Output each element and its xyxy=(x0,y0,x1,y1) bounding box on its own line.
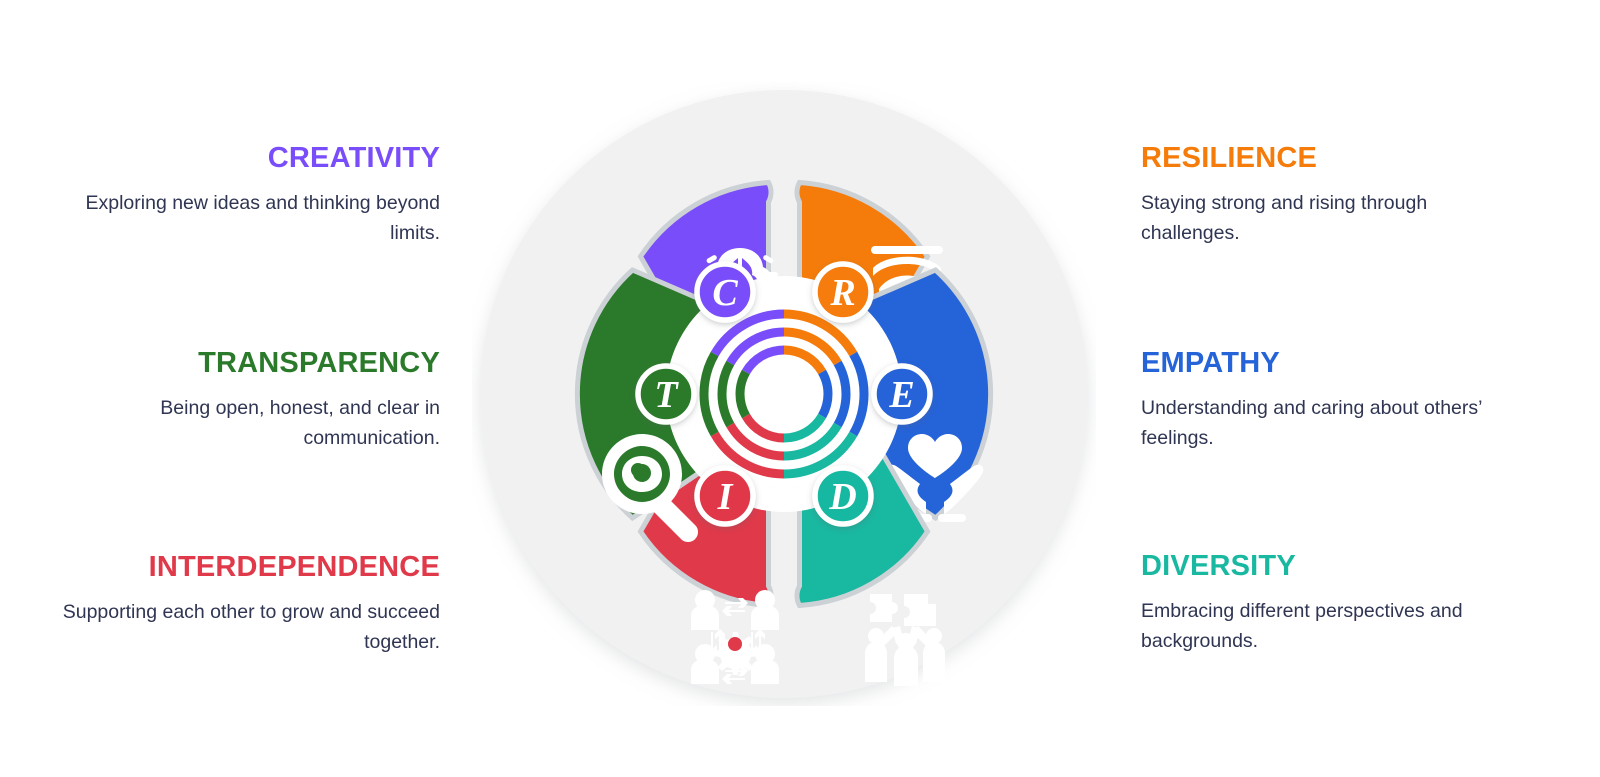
heart-in-hands-icon xyxy=(886,434,984,522)
value-title-transparency: TRANSPARENCY xyxy=(198,347,440,379)
value-label-empathy: EMPATHY Understanding and caring about o… xyxy=(1141,348,1531,454)
value-description-resilience: Staying strong and rising through challe… xyxy=(1141,192,1428,245)
value-title-empathy: EMPATHY xyxy=(1141,347,1280,379)
center-ring-1 xyxy=(699,309,869,479)
value-description-diversity: Embracing different perspectives and bac… xyxy=(1141,600,1463,653)
letter-badge-transparency[interactable]: T xyxy=(635,363,697,425)
letter-badge-empathy[interactable]: E xyxy=(871,363,933,425)
value-label-interdependence: INTERDEPENDENCE Supporting each other to… xyxy=(50,552,440,658)
magnifier-eye-icon xyxy=(602,434,698,542)
value-label-resilience: RESILIENCE Staying strong and rising thr… xyxy=(1141,143,1531,249)
value-title-creativity: CREATIVITY xyxy=(267,142,440,174)
badge-letter-empathy: E xyxy=(888,374,914,416)
value-label-transparency: TRANSPARENCY Being open, honest, and cle… xyxy=(50,348,440,454)
values-wheel: C R E D I T xyxy=(472,82,1096,706)
value-description-empathy: Understanding and caring about others’ f… xyxy=(1141,397,1482,450)
badge-circle-empathy xyxy=(871,363,933,425)
letter-badge-creativity[interactable]: C xyxy=(694,261,756,323)
letter-badge-interdependence[interactable]: I xyxy=(694,465,756,527)
value-description-creativity: Exploring new ideas and thinking beyond … xyxy=(85,192,441,245)
badge-circle-transparency xyxy=(635,363,697,425)
letter-badge-resilience[interactable]: R xyxy=(812,261,874,323)
value-label-diversity: DIVERSITY Embracing different perspectiv… xyxy=(1141,551,1531,657)
badge-letter-diversity: D xyxy=(828,476,856,518)
center-ring-3 xyxy=(735,345,833,443)
value-description-transparency: Being open, honest, and clear in communi… xyxy=(160,397,440,450)
center-ring-2 xyxy=(717,327,851,461)
badge-circle-interdependence xyxy=(694,465,756,527)
value-description-interdependence: Supporting each other to grow and succee… xyxy=(62,601,440,654)
badge-letter-interdependence: I xyxy=(717,476,734,518)
value-title-resilience: RESILIENCE xyxy=(1141,142,1318,174)
value-title-interdependence: INTERDEPENDENCE xyxy=(148,551,440,583)
badge-circle-diversity xyxy=(812,465,874,527)
value-label-creativity: CREATIVITY Exploring new ideas and think… xyxy=(50,142,441,249)
value-title-diversity: DIVERSITY xyxy=(1141,550,1296,582)
letter-badge-diversity[interactable]: D xyxy=(812,465,874,527)
hub-core xyxy=(752,362,816,426)
people-puzzle-icon xyxy=(865,594,945,686)
badge-circle-creativity xyxy=(694,261,756,323)
badge-letter-transparency: T xyxy=(654,374,679,416)
badge-circle-resilience xyxy=(812,261,874,323)
people-gear-exchange-icon xyxy=(691,590,779,684)
badge-letter-resilience: R xyxy=(829,272,855,314)
badge-letter-creativity: C xyxy=(712,272,738,314)
center-rings xyxy=(699,309,869,479)
